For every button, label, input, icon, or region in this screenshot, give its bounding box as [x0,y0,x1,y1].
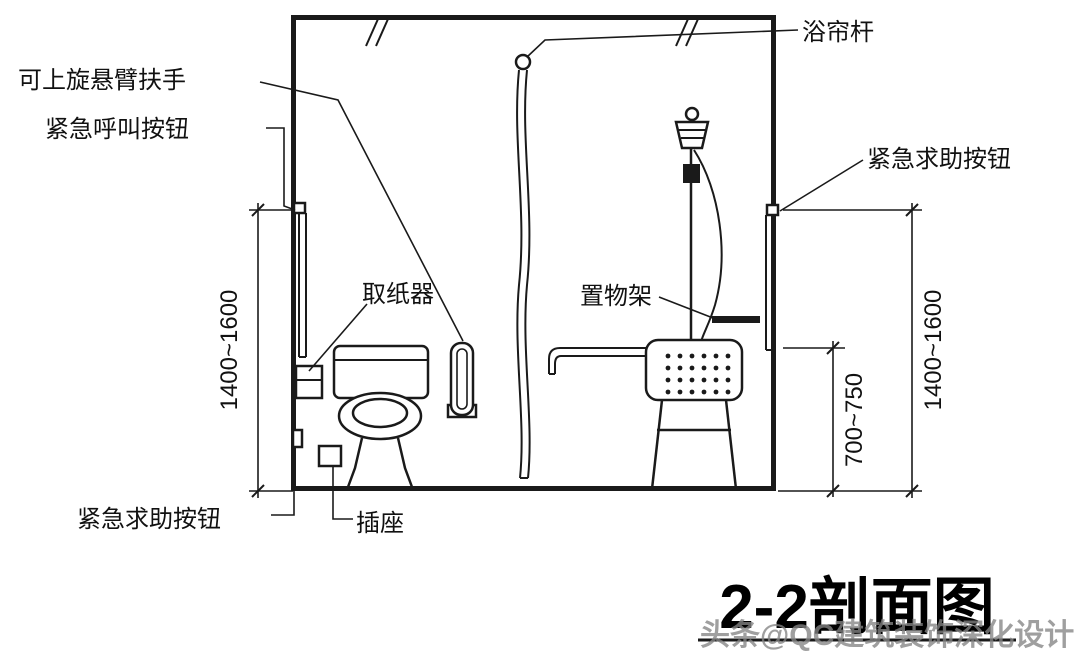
leader-lines [259,29,864,520]
leader-emergency-call [266,127,296,211]
label-emergency-call-button: 紧急呼叫按钮 [45,116,189,143]
emergency-call-button-mark [292,201,307,215]
dimension-left-text: 1400~1600 [216,290,243,411]
toilet [332,344,430,488]
label-flip-up-grab-bar: 可上旋悬臂扶手 [18,67,186,94]
shower-head-icon [674,120,710,150]
emergency-help-button-right-mark [765,203,780,217]
left-wall-grab-bar [298,212,307,358]
shower-seat [644,338,744,490]
shower-set [674,106,723,349]
dimension-seat-height: 700~750 [783,341,868,498]
dimension-right-text: 1400~1600 [920,290,947,411]
socket-box [317,444,343,468]
seat-perforations [665,353,731,395]
leader-paper-dispenser [308,303,368,372]
dimension-seat-text: 700~750 [841,373,868,467]
right-wall-grab-bar [765,214,773,351]
label-shelf: 置物架 [580,283,652,310]
toilet-tank [332,344,430,400]
shower-head-knob [684,106,700,122]
leader-curtain-rod [526,29,799,58]
section-title: 2-2剖面图 [719,573,995,642]
shower-curtain [516,69,531,479]
seat-leg-right [724,399,738,490]
label-socket: 插座 [356,510,404,537]
shelf-bar [712,316,760,323]
seat-leg-left [650,399,664,490]
leader-shelf [658,296,714,319]
curtain-rod-section [514,53,532,71]
label-emergency-help-right: 紧急求助按钮 [867,146,1011,173]
toilet-bowl-inner [351,397,409,429]
flip-up-grab-bar [446,341,478,419]
horizontal-grab-bar [548,347,653,375]
ceiling-hanger-right-icon [675,18,699,47]
dimension-left: 1400~1600 [216,203,294,498]
label-emergency-help-left: 紧急求助按钮 [77,506,221,533]
leader-socket [332,467,353,520]
paper-dispenser-box [294,364,324,400]
shower-hose [693,149,723,349]
dimension-right: 1400~1600 [778,203,947,498]
emergency-help-button-left-mark [291,428,304,449]
toilet-pedestal-left [346,437,364,488]
room-outline [291,15,776,491]
leader-flip-up-grab-bar [259,81,464,342]
toilet-pedestal-right [396,437,414,488]
watermark: 头条@QC建筑装饰深化设计 [700,618,1074,652]
ceiling-hanger-left-icon [365,18,389,47]
label-shower-curtain-rod: 浴帘杆 [802,19,874,46]
leader-emergency-help-left [271,449,295,516]
shower-rail-bracket [683,164,700,183]
label-paper-dispenser: 取纸器 [362,281,434,308]
leader-emergency-help-right [779,159,864,212]
